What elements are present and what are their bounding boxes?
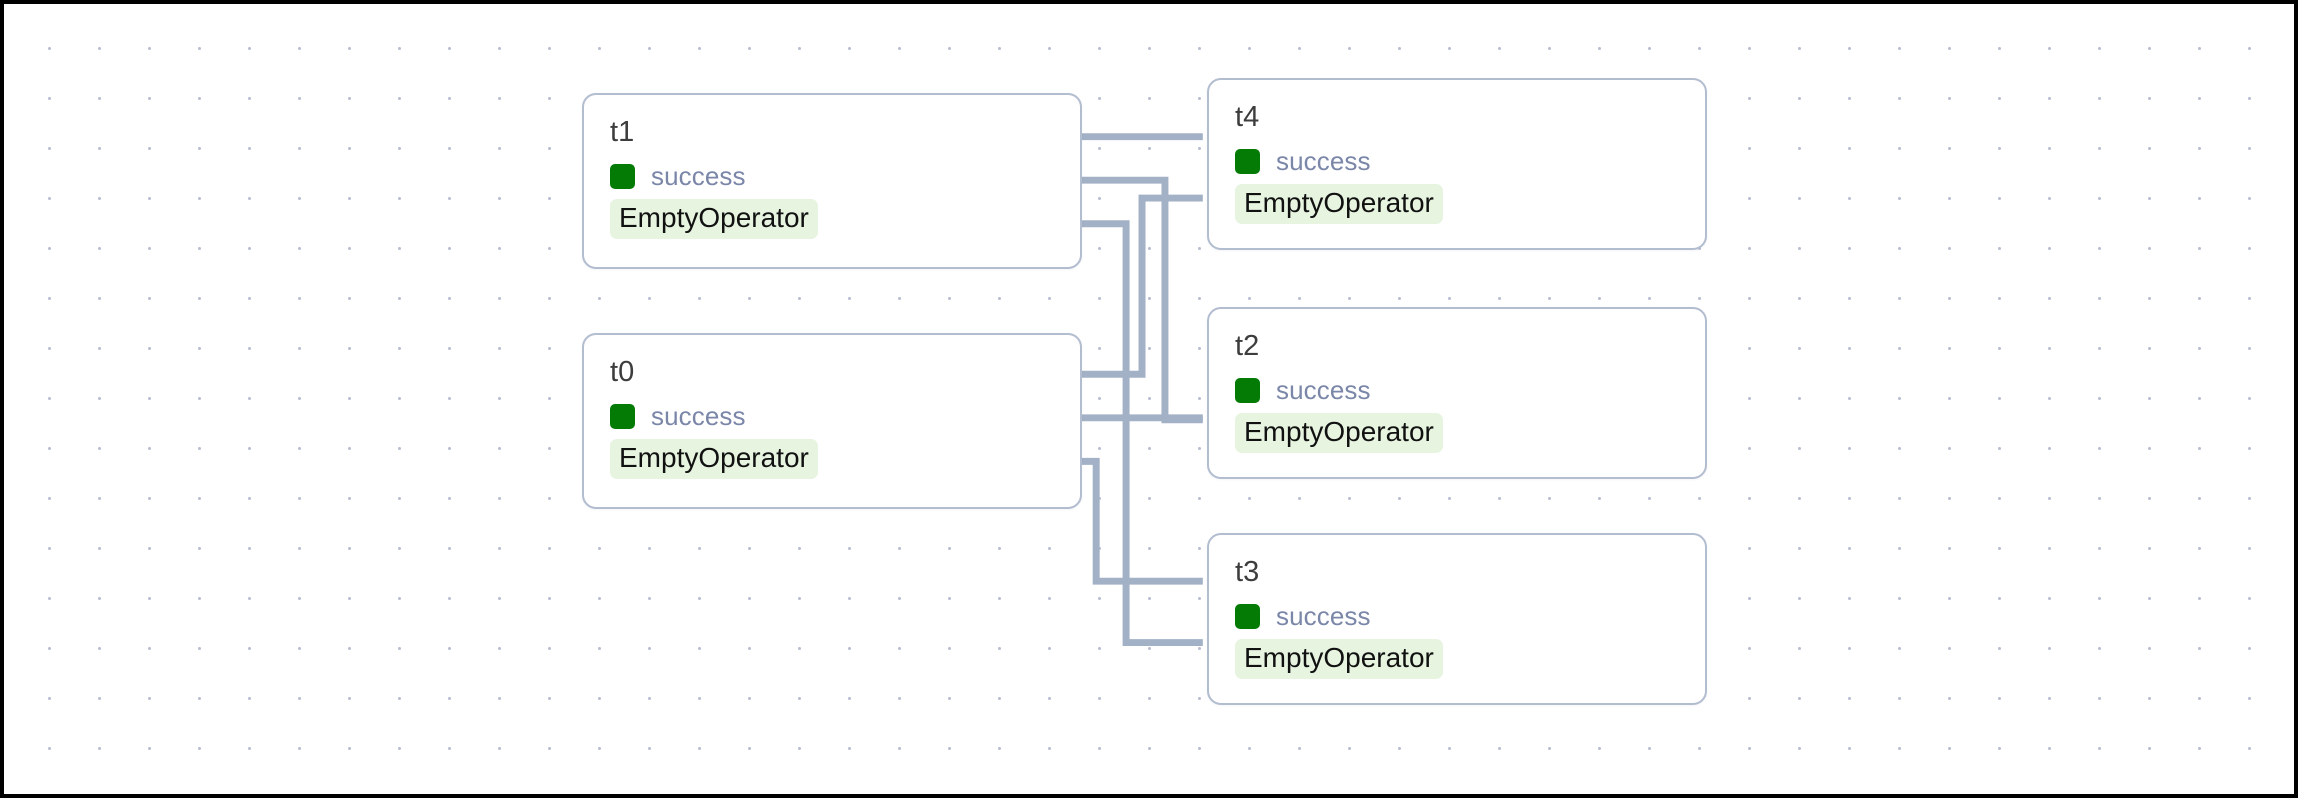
task-id-label: t2 — [1235, 330, 1260, 362]
task-state-label: success — [651, 160, 746, 191]
operator-chip: EmptyOperator — [610, 199, 818, 240]
operator-row: EmptyOperator — [1235, 413, 1679, 454]
status-square-icon — [1235, 377, 1260, 403]
edge-t0-t4 — [1078, 194, 1203, 378]
status-square-icon — [610, 403, 635, 429]
edge-layer — [1078, 133, 1203, 646]
operator-row: EmptyOperator — [610, 199, 1054, 240]
task-state-row: success — [1235, 375, 1679, 405]
operator-chip: EmptyOperator — [1235, 184, 1443, 225]
status-square-icon — [610, 163, 635, 189]
task-state-row: success — [1235, 146, 1679, 176]
operator-row: EmptyOperator — [1235, 639, 1679, 680]
edge-t1-t3 — [1078, 220, 1203, 646]
task-state-label: success — [651, 400, 746, 431]
task-id-label: t1 — [610, 116, 635, 148]
operator-chip: EmptyOperator — [1235, 413, 1443, 454]
edge-group — [1078, 133, 1203, 646]
task-state-label: success — [1276, 374, 1371, 405]
edge-t0-t3 — [1078, 457, 1203, 585]
operator-row: EmptyOperator — [610, 439, 1054, 480]
status-square-icon — [1235, 603, 1260, 629]
operator-row: EmptyOperator — [1235, 184, 1679, 225]
operator-chip: EmptyOperator — [1235, 639, 1443, 680]
task-state-label: success — [1276, 145, 1371, 176]
task-id-label: t3 — [1235, 556, 1260, 588]
task-state-row: success — [610, 401, 1054, 431]
task-state-row: success — [610, 161, 1054, 191]
edge-t1-t2 — [1078, 176, 1203, 424]
operator-chip: EmptyOperator — [610, 439, 818, 480]
task-id-label: t4 — [1235, 101, 1260, 133]
status-square-icon — [1235, 148, 1260, 174]
task-state-label: success — [1276, 600, 1371, 631]
task-state-row: success — [1235, 601, 1679, 631]
task-id-label: t0 — [610, 356, 635, 388]
